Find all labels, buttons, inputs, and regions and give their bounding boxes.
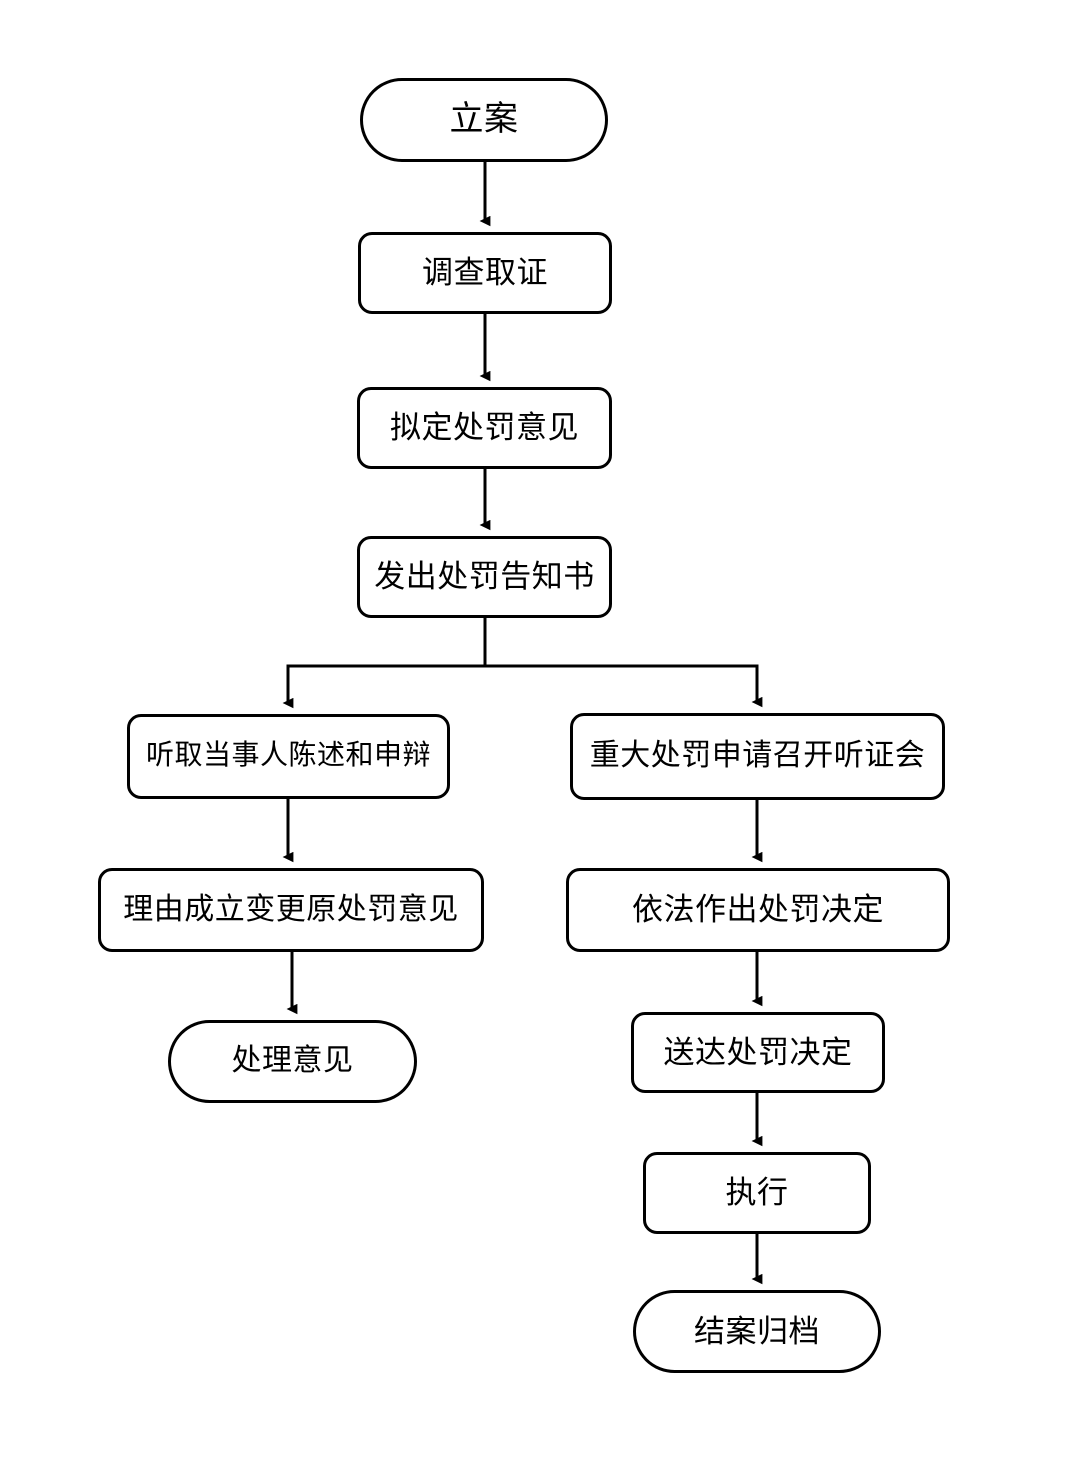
- flow-node-n1[interactable]: 立案: [360, 78, 608, 162]
- flow-node-n4[interactable]: 发出处罚告知书: [357, 536, 612, 618]
- flow-node-label: 依法作出处罚决定: [632, 892, 884, 928]
- flow-node-label: 送达处罚决定: [663, 1034, 853, 1070]
- flow-node-n10[interactable]: 送达处罚决定: [631, 1012, 885, 1093]
- flow-node-n2[interactable]: 调查取证: [358, 232, 612, 314]
- flow-node-label: 理由成立变更原处罚意见: [123, 892, 459, 926]
- flow-node-n8[interactable]: 依法作出处罚决定: [566, 868, 950, 952]
- flow-node-n9[interactable]: 处理意见: [168, 1020, 417, 1103]
- flow-node-label: 发出处罚告知书: [374, 559, 595, 595]
- flow-edge-e5: [485, 664, 763, 708]
- flow-node-n5[interactable]: 听取当事人陈述和申辩: [127, 714, 450, 799]
- flow-node-label: 调查取证: [422, 255, 548, 291]
- flow-node-n3[interactable]: 拟定处罚意见: [357, 387, 612, 469]
- flow-node-label: 处理意见: [231, 1044, 354, 1078]
- flow-node-label: 听取当事人陈述和申辩: [145, 740, 431, 772]
- flow-node-n12[interactable]: 结案归档: [633, 1290, 881, 1373]
- flow-node-n6[interactable]: 重大处罚申请召开听证会: [570, 713, 945, 800]
- flow-node-label: 结案归档: [694, 1313, 820, 1349]
- flow-node-label: 执行: [725, 1175, 789, 1211]
- flow-node-label: 立案: [449, 101, 519, 139]
- flow-node-label: 拟定处罚意见: [390, 410, 579, 446]
- flow-node-label: 重大处罚申请召开听证会: [589, 739, 926, 773]
- flow-node-n7[interactable]: 理由成立变更原处罚意见: [98, 868, 484, 952]
- flow-edge-e4: [282, 664, 485, 709]
- flow-node-n11[interactable]: 执行: [643, 1152, 871, 1234]
